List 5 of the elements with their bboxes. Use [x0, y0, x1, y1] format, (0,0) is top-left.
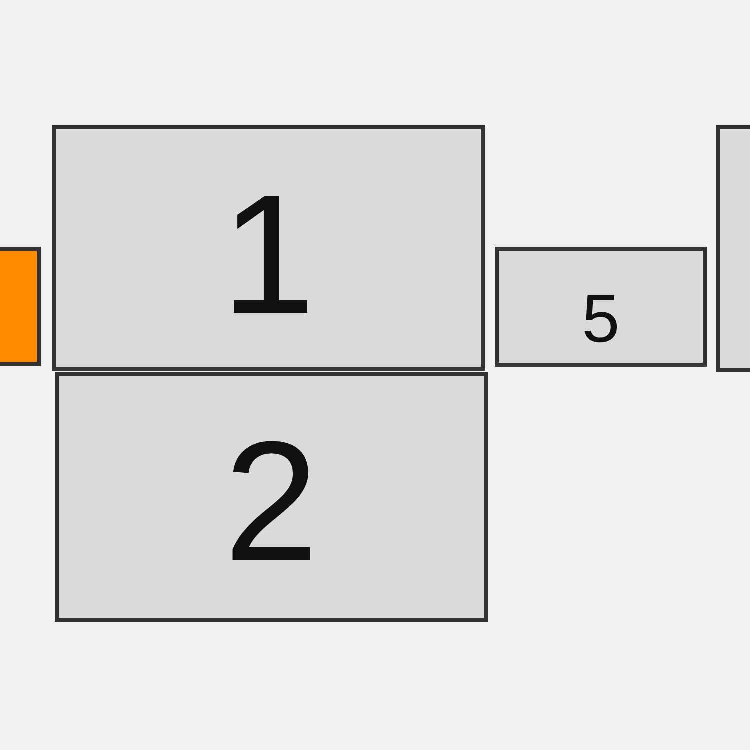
numbered-pane: 5 [495, 247, 707, 367]
numbered-pane: 2 [55, 372, 488, 622]
pane [716, 125, 750, 372]
pane [0, 247, 41, 366]
numbered-pane: 1 [52, 125, 485, 371]
